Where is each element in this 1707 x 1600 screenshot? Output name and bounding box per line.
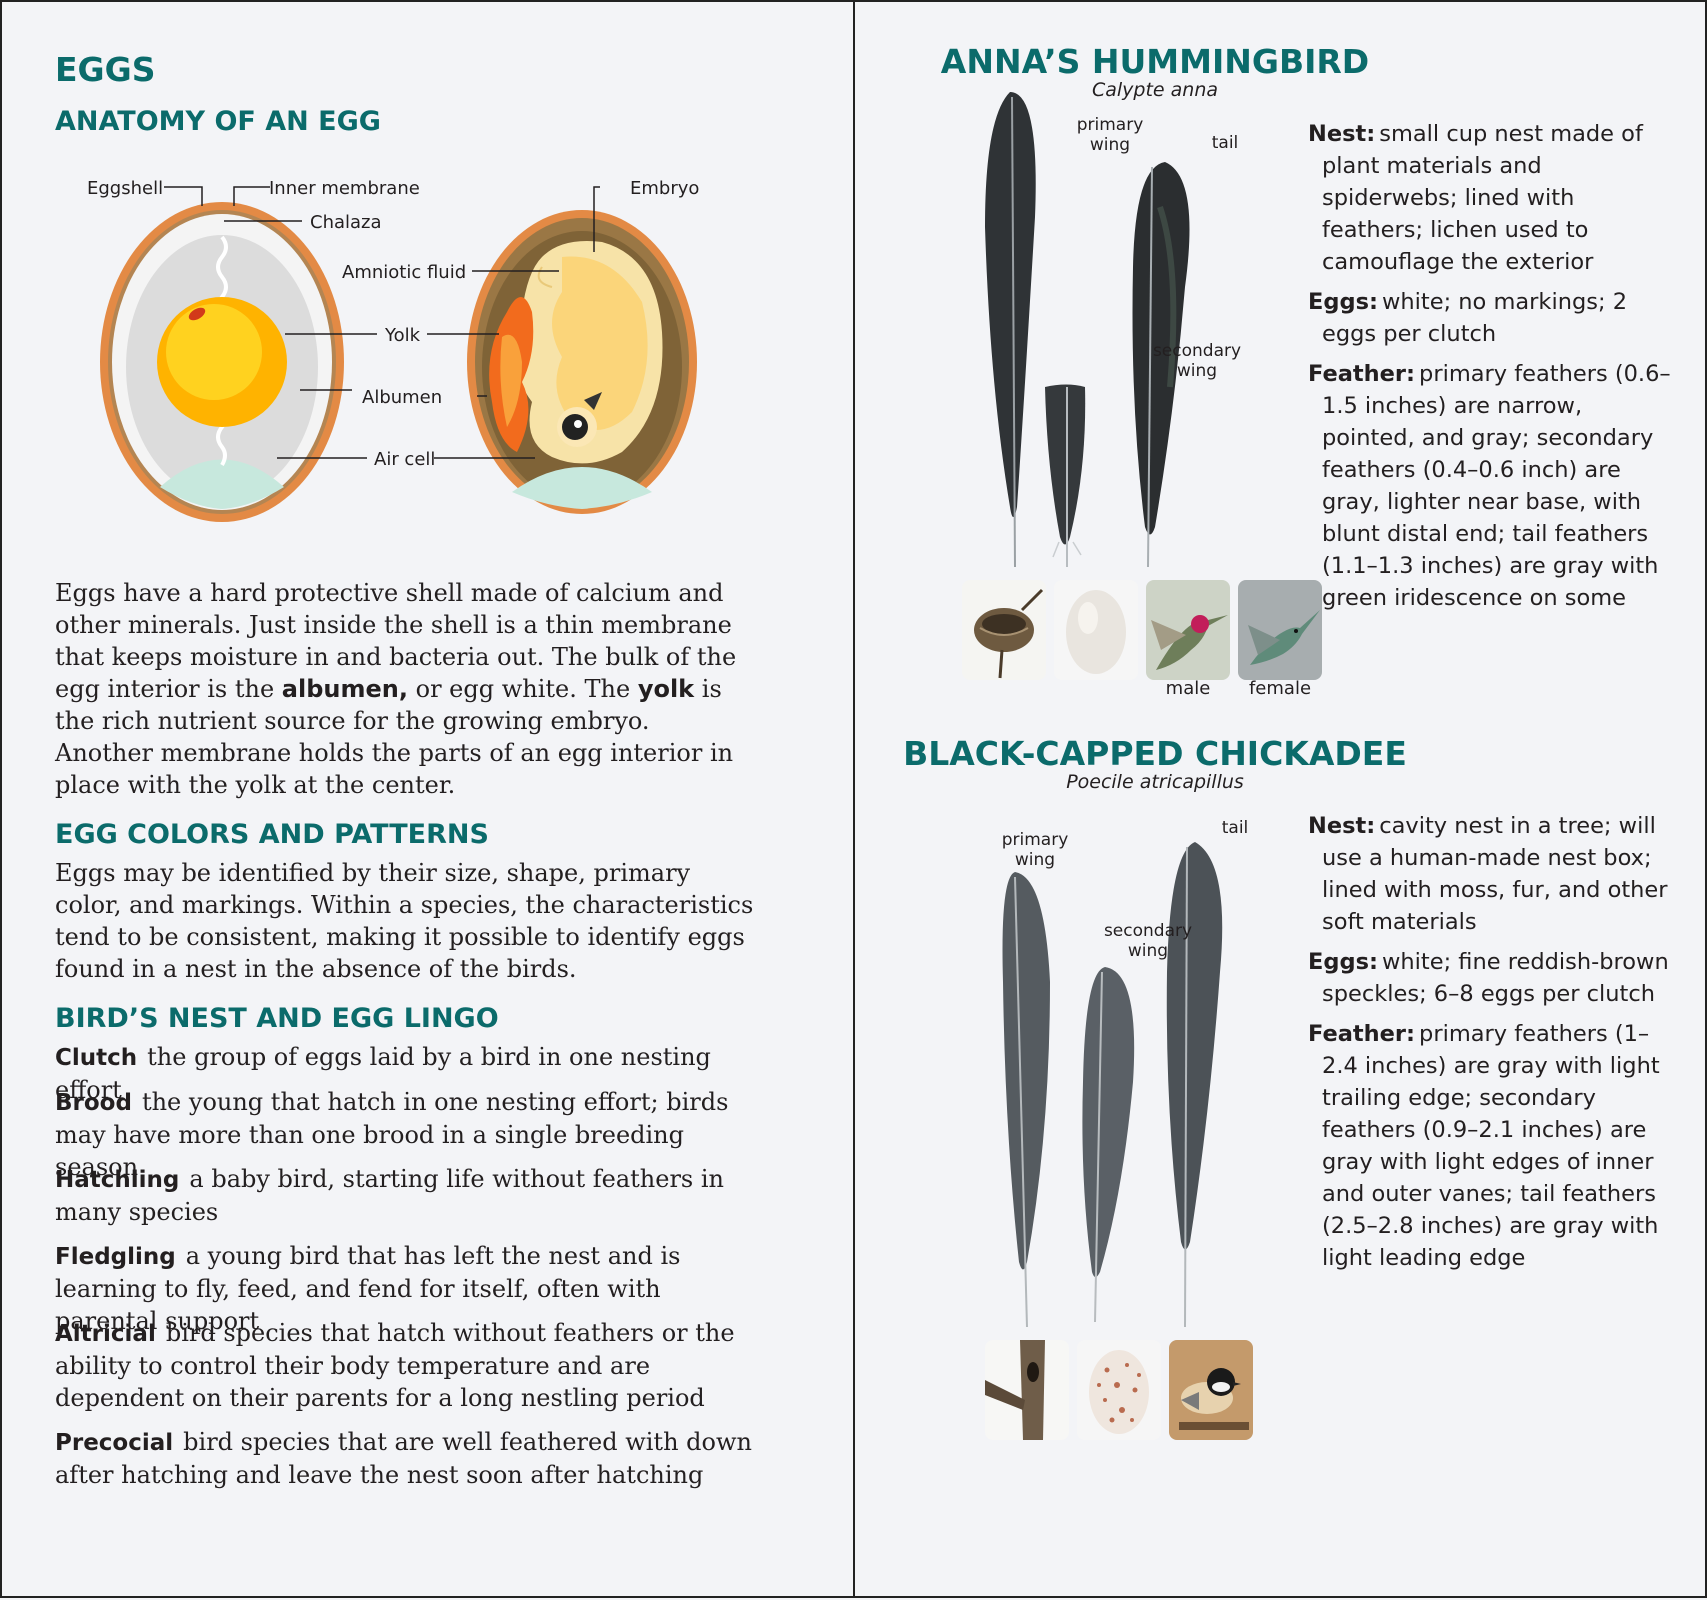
eggs-info: Eggs:white; no markings; 2 eggs per clut… xyxy=(1308,289,1628,347)
feather-label-tail: tail xyxy=(1211,133,1239,153)
scientific-name-chickadee: Poecile atricapillus xyxy=(1066,771,1244,793)
chickadee-info: Nest:cavity nest in a tree; will use a h… xyxy=(1308,810,1678,1282)
egg-colors-paragraph: Eggs may be identified by their size, sh… xyxy=(55,859,754,983)
egg-intro-paragraph: Eggs have a hard protective shell made o… xyxy=(55,579,737,799)
embryo-egg-cross-section xyxy=(467,210,697,514)
feather-label-secondary: secondary wing xyxy=(1152,341,1242,381)
nest-photo xyxy=(962,580,1046,680)
yolk-term: yolk xyxy=(637,675,695,703)
chickadee-primary-feather-icon xyxy=(1002,872,1050,1328)
chickadee-label-secondary: secondary wing xyxy=(1103,921,1193,961)
embryo-label: Embryo xyxy=(630,178,699,199)
anatomy-heading: ANATOMY OF AN EGG xyxy=(55,106,381,137)
albumen-term: albumen, xyxy=(281,675,408,703)
chickadee-photo xyxy=(1169,1340,1253,1440)
chickadee-label-tail: tail xyxy=(1221,818,1249,838)
albumen-label: Albumen xyxy=(362,387,442,408)
lingo-term: Fledgling xyxy=(55,1244,176,1270)
eggshell-label: Eggshell xyxy=(87,178,163,199)
right-page: ANNA’S HUMMINGBIRD Calypte anna primary … xyxy=(853,0,1707,1598)
species-title-chickadee: BLACK-CAPPED CHICKADEE xyxy=(903,734,1407,773)
lingo-term: Precocial xyxy=(55,1430,174,1456)
feather-info: Feather:primary feathers (0.6–1.5 inches… xyxy=(1308,361,1671,611)
lingo-term: Altricial xyxy=(55,1321,156,1347)
left-page: EGGS ANATOMY OF AN EGG xyxy=(0,0,855,1598)
female-label: female xyxy=(1248,678,1312,699)
lingo-term: Hatchling xyxy=(55,1167,180,1193)
nest-info: Nest:small cup nest made of plant materi… xyxy=(1308,121,1643,275)
hummingbird-secondary-feather-icon xyxy=(1045,384,1086,567)
male-label: male xyxy=(1165,678,1211,699)
lingo-term: Brood xyxy=(55,1090,132,1116)
page-title: EGGS xyxy=(55,50,156,89)
nest-info: Nest:cavity nest in a tree; will use a h… xyxy=(1308,813,1668,935)
chickadee-feathers xyxy=(1002,842,1223,1328)
chickadee-label-primary: primary wing xyxy=(1001,830,1069,870)
egg-colors-heading: EGG COLORS AND PATTERNS xyxy=(55,819,489,850)
hummingbird-feathers xyxy=(985,92,1190,568)
lingo-term: Clutch xyxy=(55,1045,138,1071)
air-cell-label: Air cell xyxy=(374,449,435,470)
hummingbird-primary-feather-icon xyxy=(985,92,1036,568)
hummingbird-tail-feather-icon xyxy=(1132,162,1190,568)
inner-membrane-label: Inner membrane xyxy=(269,178,420,199)
amniotic-fluid-label: Amniotic fluid xyxy=(342,262,466,283)
egg-anatomy-diagram: Eggshell Inner membrane Chalaza Embryo A… xyxy=(87,178,699,522)
yolk-label: Yolk xyxy=(384,325,421,346)
feather-info: Feather:primary feathers (1–2.4 inches) … xyxy=(1308,1021,1660,1271)
egg-cross-section xyxy=(100,202,344,522)
tree-cavity-photo xyxy=(985,1340,1069,1440)
chalaza-label: Chalaza xyxy=(310,212,382,233)
female-bird-photo xyxy=(1238,580,1322,680)
male-bird-photo xyxy=(1146,580,1230,680)
chickadee-secondary-feather-icon xyxy=(1082,967,1135,1323)
lingo-heading: BIRD’S NEST AND EGG LINGO xyxy=(55,1003,499,1034)
species-title-hummingbird: ANNA’S HUMMINGBIRD xyxy=(940,42,1370,81)
feather-label-primary: primary wing xyxy=(1076,115,1144,155)
eggs-info: Eggs:white; fine reddish-brown speckles;… xyxy=(1308,949,1669,1007)
scientific-name-hummingbird: Calypte anna xyxy=(1091,79,1219,101)
egg-photo xyxy=(1054,580,1138,680)
chickadee-tail-feather-icon xyxy=(1166,842,1223,1328)
hummingbird-info: Nest:small cup nest made of plant materi… xyxy=(1308,118,1678,622)
speckled-egg-photo xyxy=(1077,1340,1161,1440)
